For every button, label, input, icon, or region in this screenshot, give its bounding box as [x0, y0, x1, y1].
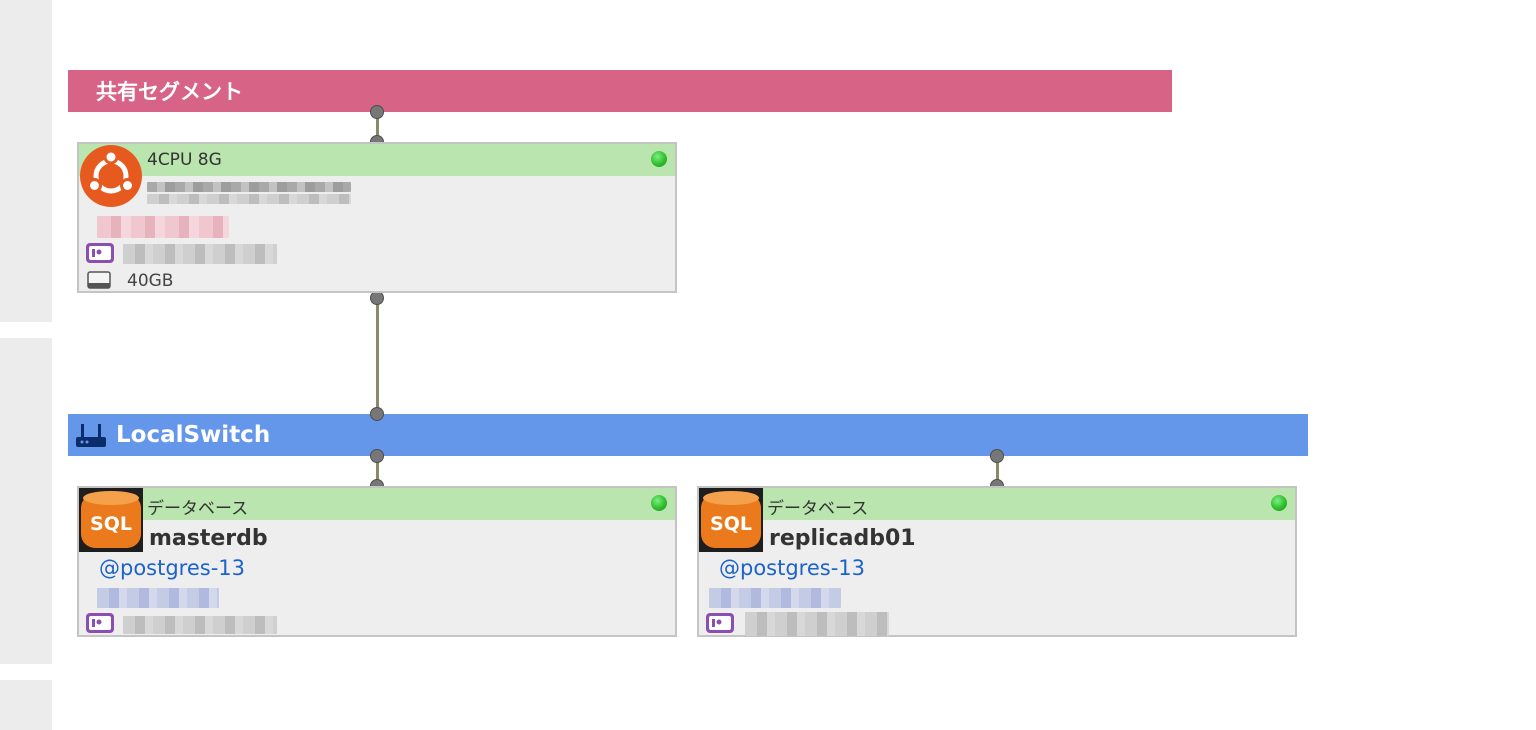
ip-address-icon — [86, 243, 114, 263]
redacted-text — [709, 588, 841, 608]
svg-text:SQL: SQL — [90, 513, 132, 535]
connection-line — [996, 456, 999, 486]
redacted-text — [147, 182, 351, 192]
connection-port[interactable] — [370, 449, 384, 463]
server-header: データベース — [699, 488, 1295, 520]
server-name: replicadb01 — [769, 526, 916, 551]
local-switch-label: LocalSwitch — [116, 422, 271, 448]
connection-line — [376, 456, 379, 486]
server-type-label: データベース — [147, 499, 249, 519]
server-card[interactable]: 4CPU 8G 40GB — [77, 142, 677, 293]
ip-address-icon — [706, 613, 734, 633]
router-icon — [76, 424, 106, 447]
ip-address-icon — [86, 613, 114, 633]
connection-port[interactable] — [370, 105, 384, 119]
disk-size: 40GB — [127, 271, 174, 291]
shared-segment-label: 共有セグメント — [96, 80, 243, 104]
redacted-text — [97, 588, 219, 608]
status-running-icon — [651, 495, 667, 511]
redacted-text — [97, 216, 229, 238]
connection-line — [376, 112, 379, 142]
connection-line — [376, 297, 379, 414]
gutter-notch — [0, 322, 52, 338]
connection-port[interactable] — [990, 449, 1004, 463]
status-running-icon — [651, 151, 667, 167]
server-name: masterdb — [149, 526, 268, 551]
svg-text:SQL: SQL — [710, 513, 752, 535]
app-link[interactable]: @postgres-13 — [719, 556, 866, 580]
server-header: 4CPU 8G — [79, 144, 675, 176]
gutter-notch — [0, 664, 52, 680]
connection-port[interactable] — [370, 291, 384, 305]
redacted-text — [123, 616, 277, 634]
connection-port[interactable] — [370, 407, 384, 421]
app-link[interactable]: @postgres-13 — [99, 556, 246, 580]
server-type-label: データベース — [767, 499, 869, 519]
redacted-text — [123, 244, 277, 264]
redacted-text — [745, 612, 889, 636]
server-spec-label: 4CPU 8G — [147, 150, 222, 170]
database-card[interactable]: データベース SQL masterdb @postgres-13 — [77, 486, 677, 637]
local-switch-bar[interactable]: LocalSwitch — [68, 414, 1308, 456]
sql-database-icon: SQL — [699, 488, 763, 552]
redacted-text — [147, 194, 351, 204]
status-running-icon — [1271, 495, 1287, 511]
disk-icon — [87, 271, 111, 289]
shared-segment-bar[interactable]: 共有セグメント — [68, 70, 1172, 112]
sql-database-icon: SQL — [79, 488, 143, 552]
database-card[interactable]: データベース SQL replicadb01 @postgres-13 — [697, 486, 1297, 637]
server-header: データベース — [79, 488, 675, 520]
ubuntu-icon — [80, 145, 142, 207]
left-gutter — [0, 0, 52, 730]
